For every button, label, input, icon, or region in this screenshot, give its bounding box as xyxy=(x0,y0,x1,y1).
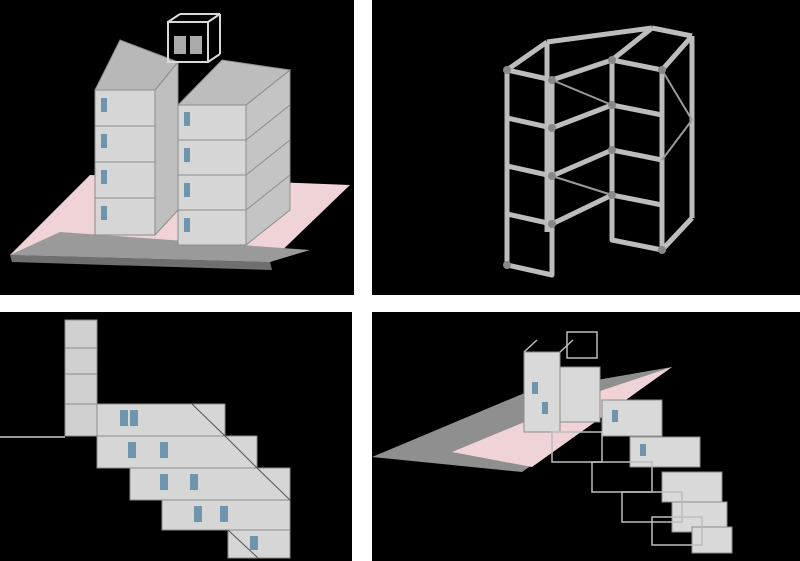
roof-tanks xyxy=(174,36,202,54)
panel-stepped-isometric xyxy=(372,312,800,561)
steel-frame-drawing xyxy=(503,25,695,278)
right-block-roof xyxy=(176,59,292,106)
stepped-containers xyxy=(96,403,291,559)
panel-stepped-elevation xyxy=(0,312,352,561)
stepped-isometric-drawing xyxy=(372,331,733,554)
iso-windows xyxy=(532,382,646,456)
elevation-bracing xyxy=(191,403,291,559)
stepped-elevation-drawing xyxy=(0,319,291,559)
tower-modules xyxy=(64,319,98,437)
ground-edge xyxy=(10,255,272,270)
container-tower-drawing xyxy=(10,13,350,270)
iso-frames xyxy=(523,331,703,546)
frame-members xyxy=(504,25,695,278)
left-block-side xyxy=(154,60,179,237)
panel-container-tower xyxy=(0,0,354,295)
elevation-windows xyxy=(120,410,258,550)
panel-steel-frame xyxy=(372,0,800,295)
frame-bracing xyxy=(551,69,693,196)
frame-joints xyxy=(503,56,666,269)
floor-lines xyxy=(95,104,291,211)
roof-frame xyxy=(167,13,221,63)
tower-windows xyxy=(101,98,190,232)
ground-grey-strip xyxy=(10,232,310,262)
